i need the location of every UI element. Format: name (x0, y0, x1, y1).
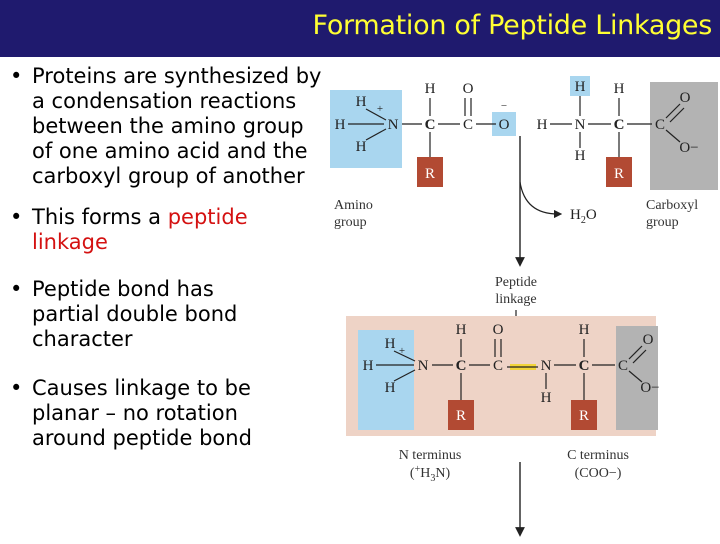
r-group-box-4 (571, 400, 597, 430)
atom-h: H (385, 380, 396, 396)
bullet-item: • Peptide bond has partial double bond c… (10, 277, 282, 352)
minus-charge: − (501, 100, 507, 112)
carboxyl-group-box (650, 82, 718, 190)
bullet-dot: • (10, 64, 23, 88)
amino-acid-h-box (570, 76, 590, 96)
atom-h: H (363, 358, 374, 374)
slide-title: Formation of Peptide Linkages (312, 10, 713, 41)
n-terminus-box (358, 330, 414, 430)
atom-r: R (456, 408, 466, 424)
atom-c: C (493, 358, 503, 374)
peptide-linkage-label: Peptide (495, 275, 537, 290)
atom-r: R (425, 166, 435, 182)
plus-charge: + (377, 103, 383, 115)
atom-o: O (680, 90, 691, 106)
atom-h: H (385, 336, 396, 352)
bullet-item: • This forms a peptide linkage (10, 205, 302, 255)
atom-h: H (356, 94, 367, 110)
plus-charge: + (399, 345, 405, 357)
atom-n: N (541, 358, 552, 374)
atom-h: H (541, 390, 552, 406)
dipeptide-bonds (376, 339, 647, 400)
water-elimination-arrow (519, 181, 563, 219)
atom-o: O (493, 322, 504, 338)
atom-h: H (575, 148, 586, 164)
bullet-item: • Proteins are synthesized by a condensa… (10, 64, 322, 189)
bullet-dot: • (10, 277, 23, 301)
amino-acid-1-bonds (348, 98, 496, 157)
peptide-linkage-label: linkage (495, 292, 536, 307)
c-terminus-label: C terminus (567, 448, 629, 463)
bullet-list: • Proteins are synthesized by a condensa… (10, 64, 322, 451)
atom-r: R (579, 408, 589, 424)
reaction-diagram: H + H H N H C R O C O − H H N H H C R C … (330, 76, 718, 537)
n-terminus-label: N terminus (399, 448, 462, 463)
bullet-text: Proteins are synthesized by a condensati… (32, 64, 322, 188)
carboxyl-group-label: Carboxyl (646, 198, 698, 213)
peptide-formation-figure: H + H H N H C R O C O − H H N H H C R C … (320, 62, 720, 540)
r-group-box-2 (606, 157, 632, 187)
atom-h: H (335, 117, 346, 133)
atom-h: H (537, 117, 548, 133)
amino-acid-1: H + H H N H C R O C O − (335, 81, 510, 182)
atom-o-minus: O− (640, 380, 659, 396)
title-bar: Formation of Peptide Linkages (0, 0, 720, 57)
atom-n: N (418, 358, 429, 374)
atom-c: C (618, 358, 628, 374)
bullet-item: • Causes linkage to be planar – no rotat… (10, 376, 294, 451)
atom-h: H (579, 322, 590, 338)
bullet-text: This forms a (32, 205, 168, 229)
r-group-box-3 (448, 400, 474, 430)
amino-group-label: Amino (334, 198, 373, 213)
n-terminus-formula: (+H3N) (410, 464, 451, 484)
peptide-linkage-highlight: peptide linkage (32, 205, 248, 254)
atom-c-alpha: C (579, 358, 590, 374)
amino-group-box (330, 90, 402, 168)
atom-n: N (575, 117, 586, 133)
bullet-text: Causes linkage to be planar – no rotatio… (32, 376, 252, 450)
atom-n: N (388, 117, 399, 133)
bullet-text: Peptide bond has partial double bond cha… (32, 277, 238, 351)
amino-acid-2: H H N H H C R C O O− (537, 79, 699, 182)
atom-h: H (425, 81, 436, 97)
atom-c: C (655, 117, 665, 133)
atom-c: C (463, 117, 473, 133)
atom-h: H (575, 79, 586, 95)
atom-o: O (463, 81, 474, 97)
bullet-dot: • (10, 376, 23, 400)
atom-c-alpha: C (456, 358, 467, 374)
carboxyl-group-label: group (646, 215, 679, 230)
atom-r: R (614, 166, 624, 182)
dipeptide: H + H H N H C R O C N H H C R C O O− (363, 322, 660, 424)
atom-h: H (456, 322, 467, 338)
atom-c-alpha: C (425, 117, 436, 133)
amino-group-label: group (334, 215, 367, 230)
atom-o: O (643, 332, 654, 348)
water-label: H2O (570, 207, 597, 226)
atom-c-alpha: C (614, 117, 625, 133)
atom-o: O (499, 117, 510, 133)
atom-h: H (614, 81, 625, 97)
atom-o-minus: O− (679, 140, 698, 156)
r-group-box-1 (417, 157, 443, 187)
atom-h: H (356, 139, 367, 155)
c-terminus-formula: (COO−) (575, 466, 622, 481)
amino-acid-2-bonds (550, 96, 685, 157)
bullet-dot: • (10, 205, 23, 229)
